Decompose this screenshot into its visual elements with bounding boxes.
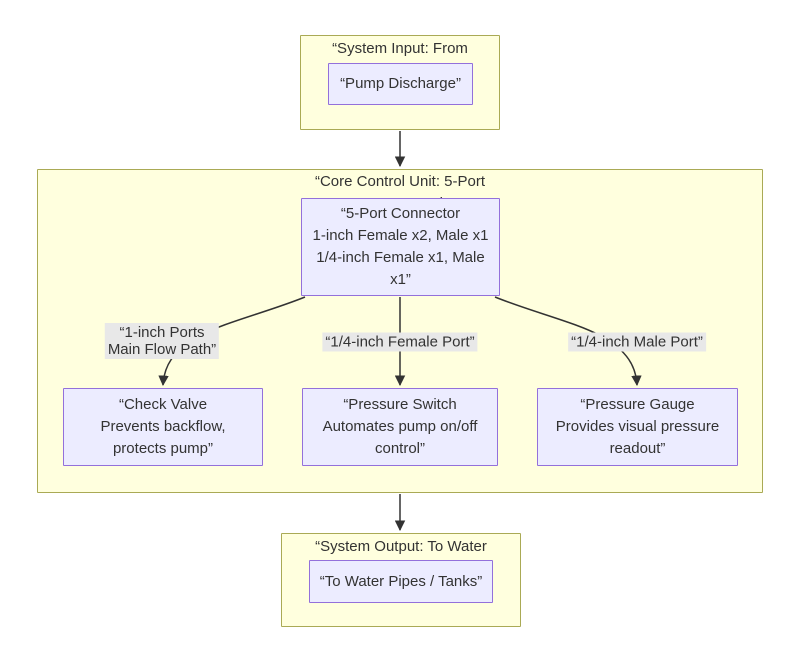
node-pump-discharge: “Pump Discharge” [328,63,473,105]
edge-label-one-inch-ports: “1-inch Ports Main Flow Path” [104,323,220,359]
node-pressure-gauge-line2: Provides visual pressure [555,418,720,435]
node-pressure-switch: “Pressure Switch Automates pump on/off c… [302,388,498,466]
node-pressure-gauge: “Pressure Gauge Provides visual pressure… [537,388,738,466]
node-pressure-switch-line2: Automates pump on/off [322,418,478,435]
node-check-valve-line1: “Check Valve [118,396,208,413]
node-check-valve-line2: Prevents backflow, [100,418,226,435]
node-five-port-connector-line4: x1” [390,271,411,288]
node-pressure-switch-line1: “Pressure Switch [343,396,457,413]
cluster-system-input-title-line1: “System Input: From [332,40,468,57]
node-five-port-connector-line1: “5-Port Connector [340,205,461,222]
node-pressure-gauge-line1: “Pressure Gauge [580,396,695,413]
node-pressure-switch-line3: control” [374,440,426,457]
edge-label-one-inch-ports-line1: “1-inch Ports [119,324,205,341]
node-check-valve: “Check Valve Prevents backflow, protects… [63,388,263,466]
node-to-water-pipes-tanks: “To Water Pipes / Tanks” [309,560,493,603]
edge-label-one-inch-ports-line2: Main Flow Path” [107,341,217,358]
cluster-core-title-line1: “Core Control Unit: 5-Port [314,173,486,190]
edge-label-quarter-inch-female-port: “1/4-inch Female Port” [322,332,478,352]
node-check-valve-line3: protects pump” [112,440,214,457]
node-five-port-connector-line3: 1/4-inch Female x1, Male [316,249,485,266]
node-five-port-connector: “5-Port Connector 1-inch Female x2, Male… [301,198,500,296]
node-pressure-gauge-line3: readout” [609,440,666,457]
cluster-system-output-title-line1: “System Output: To Water [315,538,487,555]
edge-label-quarter-inch-male-port: “1/4-inch Male Port” [568,332,706,352]
node-five-port-connector-line2: 1-inch Female x2, Male x1 [312,227,489,244]
